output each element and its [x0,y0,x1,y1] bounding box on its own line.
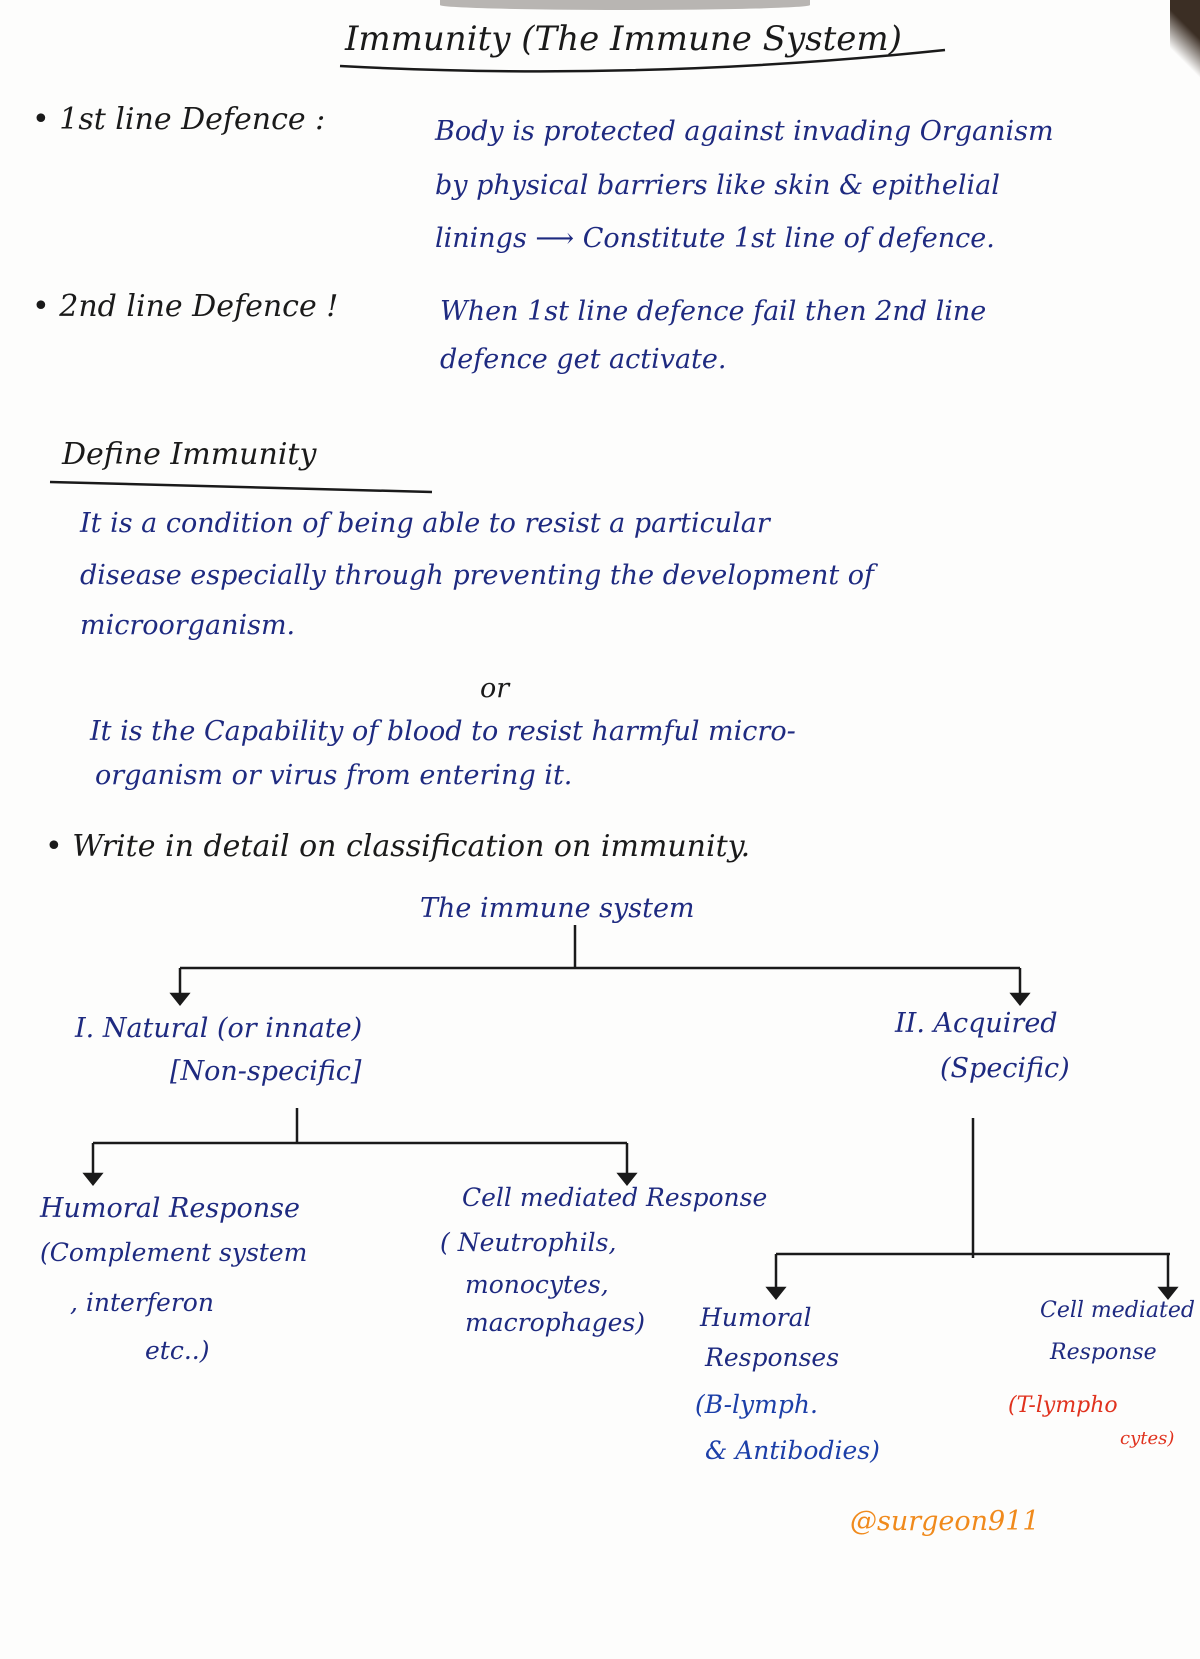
root-connector [178,925,1022,998]
define-para2-line: organism or virus from entering it. [95,760,573,791]
or-text: or [480,673,510,704]
acquired-cell-note: cytes) [1120,1428,1175,1449]
defence-1-line: Body is protected against invading Organ… [435,116,1054,147]
acquired-title: II. Acquired [895,1008,1058,1039]
natural-title: I. Natural (or innate) [75,1013,363,1044]
natural-cell-detail: ( Neutrophils, [440,1228,617,1257]
natural-humoral-detail: etc..) [145,1336,210,1365]
defence-2-line: defence get activate. [440,344,727,375]
define-para1-line: It is a condition of being able to resis… [80,508,770,539]
acquired-humoral: Responses [705,1343,840,1372]
natural-cell-detail: macrophages) [465,1308,646,1337]
question: • Write in detail on classification on i… [45,829,751,864]
defence-2-line: When 1st line defence fail then 2nd line [440,296,987,327]
defence-1-line: by physical barriers like skin & epithel… [435,170,1000,201]
title-underline [339,48,946,73]
acquired-humoral: Humoral [700,1303,812,1332]
natural-cell: Cell mediated Response [462,1183,768,1212]
natural-connector [91,1108,629,1176]
acquired-cell: Response [1050,1340,1157,1365]
arrowheads-acquired [765,1286,1179,1301]
arrowheads-top [169,992,1031,1007]
natural-humoral: Humoral Response [40,1193,300,1224]
define-para2-line: It is the Capability of blood to resist … [90,716,796,747]
arrowheads-natural [82,1172,638,1187]
defence-1-line: linings ⟶ Constitute 1st line of defence… [435,223,995,254]
defence-1-label: • 1st line Defence : [32,102,326,137]
page-title: Immunity (The Immune System) [345,19,902,59]
acquired-cell-note: (T-lympho [1008,1393,1118,1418]
acquired-sub: (Specific) [940,1053,1070,1084]
acquired-cell: Cell mediated [1040,1298,1195,1323]
page-corner-edge [1170,0,1200,100]
acquired-humoral-note: & Antibodies) [705,1436,880,1465]
natural-humoral-detail: (Complement system [40,1238,308,1267]
natural-sub: [Non-specific] [170,1056,362,1087]
define-para1-line: microorganism. [80,610,296,641]
defence-2-label: • 2nd line Defence ! [32,289,339,324]
tree-root: The immune system [420,893,695,924]
natural-cell-detail: monocytes, [465,1270,609,1299]
watermark-handle: @surgeon911 [850,1506,1040,1537]
acquired-humoral-note: (B-lymph. [695,1390,818,1419]
define-heading: Define Immunity [62,437,317,472]
acquired-connector [774,1118,1170,1290]
define-para1-line: disease especially through preventing th… [80,560,875,591]
natural-humoral-detail: , interferon [70,1288,214,1317]
page-top-shadow [440,0,810,10]
define-underline [49,480,433,494]
